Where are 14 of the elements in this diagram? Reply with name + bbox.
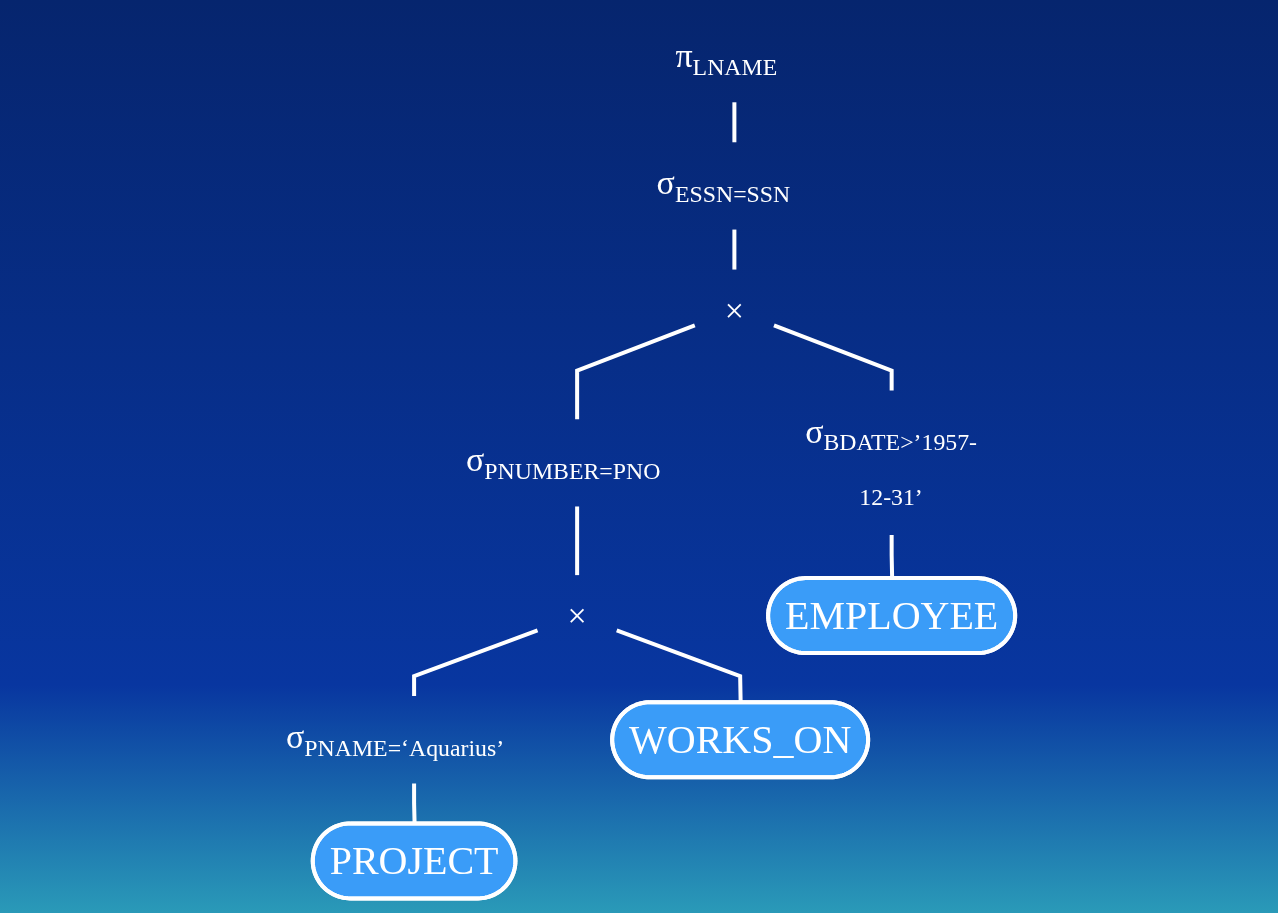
node-text: π$_{LNAME}$ [675, 36, 778, 80]
connector [575, 323, 696, 419]
connector [412, 628, 539, 696]
connector [732, 102, 737, 143]
connector [773, 323, 894, 391]
connector [412, 783, 417, 824]
connector [615, 628, 743, 703]
node-text: σ$_{PNAME=‘Aquarius’}$ [285, 717, 505, 761]
connector [732, 229, 737, 270]
node-text: × [567, 596, 587, 634]
node-text: σ$_{ESSN=SSN}$ [656, 164, 791, 207]
connector [575, 506, 579, 575]
node-text: σ$_{PNUMBER=PNO}$ [465, 440, 661, 484]
node-text: × [724, 291, 744, 329]
